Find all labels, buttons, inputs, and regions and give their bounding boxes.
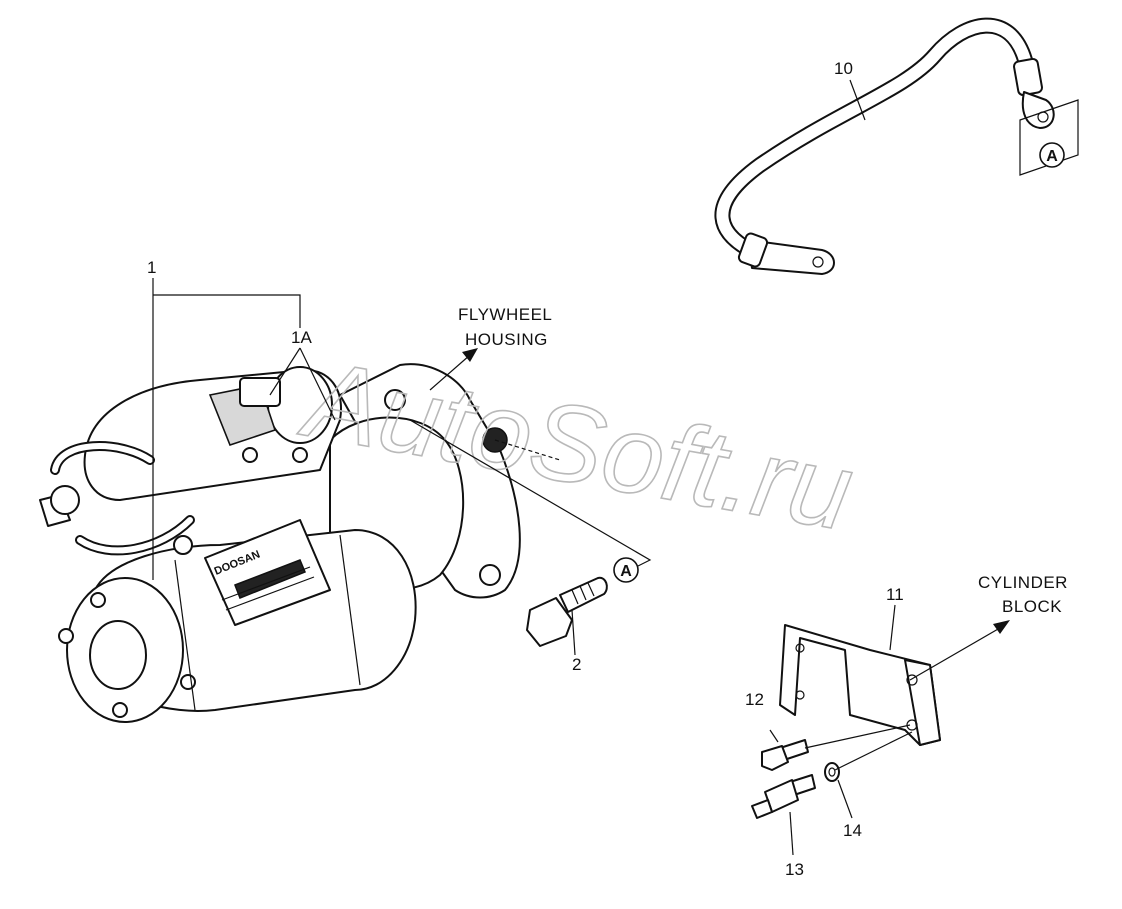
flywheel-housing-label-line1: FLYWHEEL (458, 305, 552, 324)
callout-14: 14 (843, 821, 862, 840)
svg-text:A: A (1046, 148, 1058, 165)
callout-1: 1 (147, 258, 156, 277)
cylinder-block-label-line2: BLOCK (1002, 597, 1062, 616)
cylinder-block-label-line1: CYLINDER (978, 573, 1068, 592)
reference-a-cable: A (1039, 142, 1065, 168)
leader-lines (152, 79, 1006, 856)
washer (824, 762, 840, 782)
bracket (779, 624, 941, 746)
callout-12: 12 (745, 690, 764, 709)
flywheel-housing-label-line2: HOUSING (465, 330, 548, 349)
stud (751, 774, 816, 819)
ground-cable (714, 17, 1079, 275)
mounting-bolt (526, 576, 608, 647)
callout-10: 10 (834, 59, 853, 78)
arrowheads (462, 348, 1010, 634)
starter-motor: DOOSAN (39, 363, 521, 723)
callout-13: 13 (785, 860, 804, 879)
svg-text:A: A (620, 563, 632, 580)
reference-a-bolt: A (613, 557, 639, 583)
callout-2: 2 (572, 655, 581, 674)
callout-11: 11 (886, 585, 904, 604)
callout-1a: 1A (291, 328, 312, 347)
bracket-bolt (761, 739, 809, 771)
